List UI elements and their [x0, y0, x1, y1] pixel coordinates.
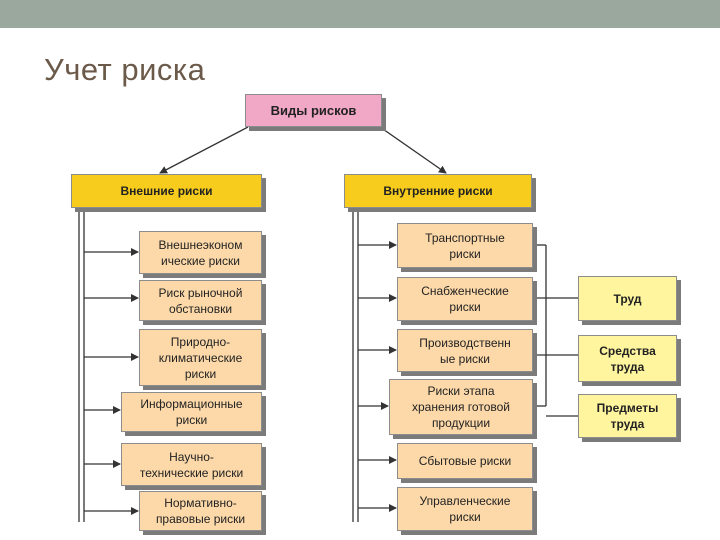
external-item: Информационные риски [121, 392, 262, 432]
root-to-internal-arrow [379, 126, 447, 174]
root-box: Виды рисков [245, 94, 382, 127]
external-item: Внешнеэконом ические риски [139, 231, 262, 274]
internal-item: Сбытовые риски [397, 443, 533, 479]
external-item: Природно- климатические риски [139, 329, 262, 386]
factor-box: Предметы труда [578, 394, 677, 438]
internal-item: Управленческие риски [397, 487, 533, 531]
internal-item: Снабженческие риски [397, 277, 533, 321]
root-to-external-arrow [159, 126, 249, 174]
internal-item: Риски этапа хранения готовой продукции [389, 379, 533, 435]
internal-header: Внутренние риски [344, 174, 532, 208]
external-item: Научно- технические риски [121, 443, 262, 486]
slide-title: Учет риска [44, 52, 206, 87]
internal-item: Транспортные риски [397, 223, 533, 268]
top-bar [0, 0, 720, 28]
external-item: Риск рыночной обстановки [139, 280, 262, 321]
factor-box: Средства труда [578, 335, 677, 382]
external-item: Нормативно- правовые риски [139, 491, 262, 531]
internal-item: Производственн ые риски [397, 329, 533, 372]
factor-box: Труд [578, 276, 677, 321]
external-header: Внешние риски [71, 174, 262, 208]
